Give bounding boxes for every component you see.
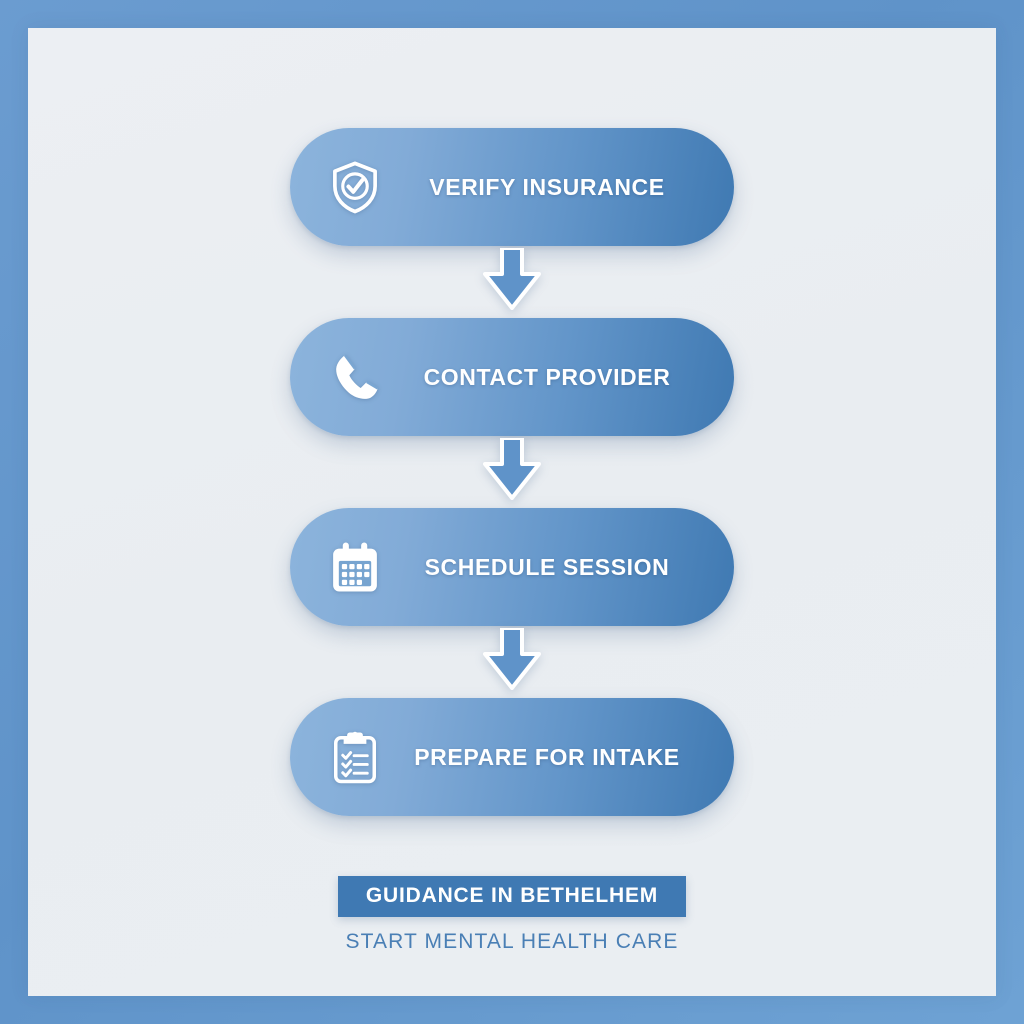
phone-icon (324, 346, 386, 408)
footer: GUIDANCE IN BETHELHEM START MENTAL HEALT… (28, 876, 996, 954)
footer-badge: GUIDANCE IN BETHELHEM (337, 876, 687, 917)
process-flow: VERIFY INSURANCE (28, 128, 996, 816)
step-card-contact-provider[interactable]: CONTACT PROVIDER (290, 318, 734, 436)
step-label: SCHEDULE SESSION (424, 553, 670, 580)
infographic-panel: VERIFY INSURANCE (28, 28, 996, 996)
step-label: CONTACT PROVIDER (423, 363, 671, 390)
step-card-verify-insurance[interactable]: VERIFY INSURANCE (290, 128, 734, 246)
step-card-schedule-session[interactable]: SCHEDULE SESSION (290, 508, 734, 626)
down-arrow-icon (28, 246, 996, 318)
clipboard-checklist-icon (324, 726, 386, 788)
step-card-prepare-for-intake[interactable]: PREPARE FOR INTAKE (290, 698, 734, 816)
calendar-icon (324, 536, 386, 598)
flow-step-2: CONTACT PROVIDER (28, 318, 996, 436)
step-label: PREPARE FOR INTAKE (414, 743, 680, 770)
flow-step-1: VERIFY INSURANCE (28, 128, 996, 246)
down-arrow-icon (28, 436, 996, 508)
shield-check-icon (324, 156, 386, 218)
step-label: VERIFY INSURANCE (429, 173, 665, 200)
flow-step-3: SCHEDULE SESSION (28, 508, 996, 626)
down-arrow-icon (28, 626, 996, 698)
flow-step-4: PREPARE FOR INTAKE (28, 698, 996, 816)
footer-subtitle: START MENTAL HEALTH CARE (345, 930, 679, 953)
